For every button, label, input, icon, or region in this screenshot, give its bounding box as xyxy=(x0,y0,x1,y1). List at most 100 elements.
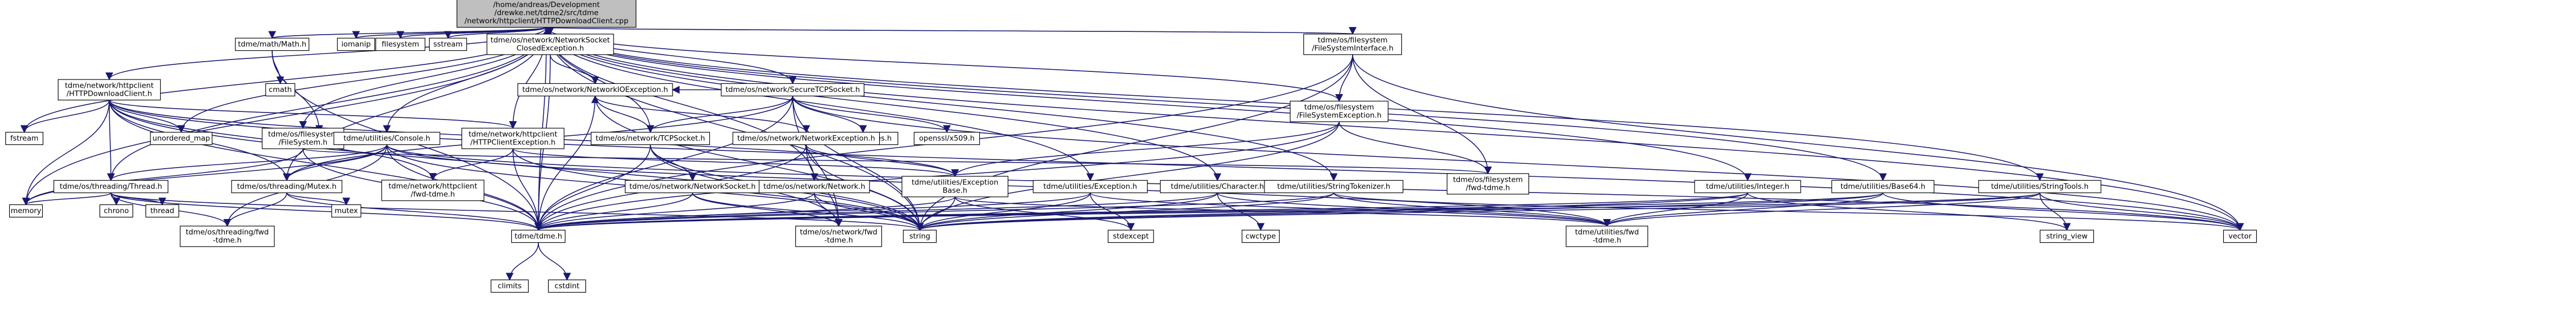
edge-math-to-cmath xyxy=(272,50,285,84)
node-dlclient_h-label-line: /HTTPDownloadClient.h xyxy=(67,90,152,98)
node-fsex[interactable]: tdme/os/filesystem/FileSystemException.h xyxy=(1289,101,1389,122)
node-fstream-label-line: fstream xyxy=(10,134,38,143)
node-unordered_map-box xyxy=(150,131,213,145)
node-network_h[interactable]: tdme/os/network/Network.h xyxy=(759,180,870,194)
node-climits: climits xyxy=(490,279,529,293)
node-sstream-box xyxy=(429,37,467,51)
edge-root-to-integer xyxy=(546,27,1751,181)
node-tdme_h[interactable]: tdme/tdme.h xyxy=(511,229,566,243)
node-openssl_x509-box xyxy=(913,131,980,145)
node-root[interactable]: /home/andreas/Development/drewke.net/tdm… xyxy=(456,0,637,28)
edge-sockclosed-to-netioex xyxy=(550,54,599,84)
node-tcpsocket-box xyxy=(590,131,710,145)
node-cmath-label-line: cmath xyxy=(269,85,292,94)
node-exception_h-box xyxy=(1032,180,1148,194)
node-math[interactable]: tdme/math/Math.h xyxy=(235,37,309,51)
node-fs_fwd-box xyxy=(1446,173,1530,195)
edge-root-to-sstream xyxy=(444,27,547,39)
edge-root-to-string xyxy=(546,27,924,231)
node-mutex_std-box xyxy=(331,204,361,218)
node-base64-box xyxy=(1831,180,1935,194)
edge-netsocket-to-tdme_h xyxy=(534,193,693,231)
node-fs_fwd[interactable]: tdme/os/filesystem/fwd-tdme.h xyxy=(1446,173,1530,195)
edge-root-to-strtok xyxy=(546,27,1338,181)
node-dlclient_h-box xyxy=(57,79,161,101)
node-cstdint-box xyxy=(548,279,587,293)
node-securetcp[interactable]: tdme/os/network/SecureTCPSocket.h xyxy=(721,83,865,97)
edge-console-to-thread xyxy=(107,144,387,181)
edge-dlclient_h-to-vector xyxy=(109,100,2244,231)
node-utilities_fwd-box xyxy=(1565,226,1649,247)
node-netioex[interactable]: tdme/os/network/NetworkIOException.h xyxy=(517,83,673,97)
node-threading_fwd-label-line: tdme/os/threading/fwd xyxy=(186,228,269,237)
node-root-label-line: /network/httpclient/HTTPDownloadClient.c… xyxy=(465,17,629,25)
node-fs_fwd-label-line: tdme/os/filesystem xyxy=(1453,176,1523,184)
node-tcpsocket[interactable]: tdme/os/network/TCPSocket.h xyxy=(590,131,710,145)
node-thread_std: thread xyxy=(145,204,180,218)
node-strtok[interactable]: tdme/utilities/StringTokenizer.h xyxy=(1264,180,1404,194)
node-stdexcept-label-line: stdexcept xyxy=(1113,232,1149,241)
node-strtok-label-line: tdme/utilities/StringTokenizer.h xyxy=(1277,182,1391,191)
edge-tdme_h-to-cstdint xyxy=(538,242,571,281)
edge-fsinterface-to-string xyxy=(915,54,1353,231)
edge-mutex_h-to-threading_fwd xyxy=(223,193,287,227)
node-integer[interactable]: tdme/utilities/Integer.h xyxy=(1694,180,1801,194)
node-netex-label-line: tdme/os/network/NetworkException.h xyxy=(737,134,875,143)
edge-root-to-fsinterface xyxy=(546,26,1355,35)
edge-base64-to-utilities_fwd xyxy=(1603,193,1883,227)
node-vector: vector xyxy=(2223,229,2257,243)
node-network_fwd[interactable]: tdme/os/network/fwd-tdme.h xyxy=(795,226,882,247)
node-sstream: sstream xyxy=(429,37,467,51)
node-fsinterface[interactable]: tdme/os/filesystem/FileSystemInterface.h xyxy=(1303,34,1402,55)
node-httpclientex[interactable]: tdme/network/httpclient/HTTPClientExcept… xyxy=(461,128,565,149)
edge-root-to-thread xyxy=(107,27,547,181)
node-fs_filesystem-box xyxy=(261,128,345,149)
edge-root-to-vector xyxy=(546,27,2244,231)
node-cwctype-box xyxy=(1241,229,1280,243)
node-filesystem: filesystem xyxy=(375,37,426,51)
node-mutex_std: mutex xyxy=(331,204,361,218)
edge-fsinterface-to-vector xyxy=(1352,54,2244,231)
node-fs_filesystem[interactable]: tdme/os/filesystem/FileSystem.h xyxy=(261,128,345,149)
edge-securetcp-to-tcpsocket xyxy=(646,96,793,133)
node-cstdint: cstdint xyxy=(548,279,587,293)
edge-securetcp-to-vector xyxy=(792,96,2244,231)
node-iomanip-box xyxy=(337,37,375,51)
edge-fsinterface-to-fs_fwd xyxy=(1352,54,1492,175)
edge-stringtools-to-string xyxy=(916,192,2040,231)
node-stringtools[interactable]: tdme/utilities/StringTools.h xyxy=(1978,180,2101,194)
node-dlclient_h[interactable]: tdme/network/httpclient/HTTPDownloadClie… xyxy=(57,79,161,101)
node-threading_fwd[interactable]: tdme/os/threading/fwd-tdme.h xyxy=(180,226,275,247)
edge-thread-to-memory xyxy=(22,192,111,206)
edge-fs_filesystem-to-memory xyxy=(22,148,304,206)
edge-fsex-to-tdme_h xyxy=(534,121,1340,231)
edge-exception_h-to-stdexcept xyxy=(1090,193,1135,231)
node-securetcp-box xyxy=(721,83,865,97)
node-thread[interactable]: tdme/os/threading/Thread.h xyxy=(53,180,169,194)
edge-exception_h-to-string xyxy=(915,193,1091,231)
node-openssl_x509-label-line: openssl/x509.h xyxy=(919,134,975,143)
node-netex[interactable]: tdme/os/network/NetworkException.h xyxy=(732,131,880,145)
edge-base64-to-string xyxy=(916,192,1883,231)
node-unordered_map-label-line: unordered_map xyxy=(153,134,210,143)
node-character[interactable]: tdme/utilities/Character.h xyxy=(1159,180,1275,194)
node-utilities_fwd[interactable]: tdme/utilities/fwd-tdme.h xyxy=(1565,226,1649,247)
node-console[interactable]: tdme/utilities/Console.h xyxy=(333,131,440,145)
node-httpclient_fwd[interactable]: tdme/network/httpclient/fwd-tdme.h xyxy=(381,180,485,201)
node-base64[interactable]: tdme/utilities/Base64.h xyxy=(1831,180,1935,194)
node-sockclosed[interactable]: tdme/os/network/NetworkSocketClosedExcep… xyxy=(486,34,614,55)
node-string-label-line: string xyxy=(910,232,931,241)
node-cwctype-label-line: cwctype xyxy=(1246,232,1276,241)
node-netioex-box xyxy=(517,83,673,97)
node-console-label-line: tdme/utilities/Console.h xyxy=(344,134,430,143)
node-netsocket[interactable]: tdme/os/network/NetworkSocket.h xyxy=(624,180,761,194)
node-fs_fwd-label-line: /fwd-tdme.h xyxy=(1466,184,1510,193)
node-utilities_fwd-label-line: tdme/utilities/fwd xyxy=(1575,228,1639,237)
node-exception_h[interactable]: tdme/utilities/Exception.h xyxy=(1032,180,1148,194)
node-tcpsocket-label-line: tdme/os/network/TCPSocket.h xyxy=(596,134,705,143)
node-climits-box xyxy=(490,279,529,293)
edge-securetcp-to-openssl_types xyxy=(792,96,867,133)
node-mutex_std-label-line: mutex xyxy=(334,207,358,215)
node-mutex_h[interactable]: tdme/os/threading/Mutex.h xyxy=(231,180,342,194)
